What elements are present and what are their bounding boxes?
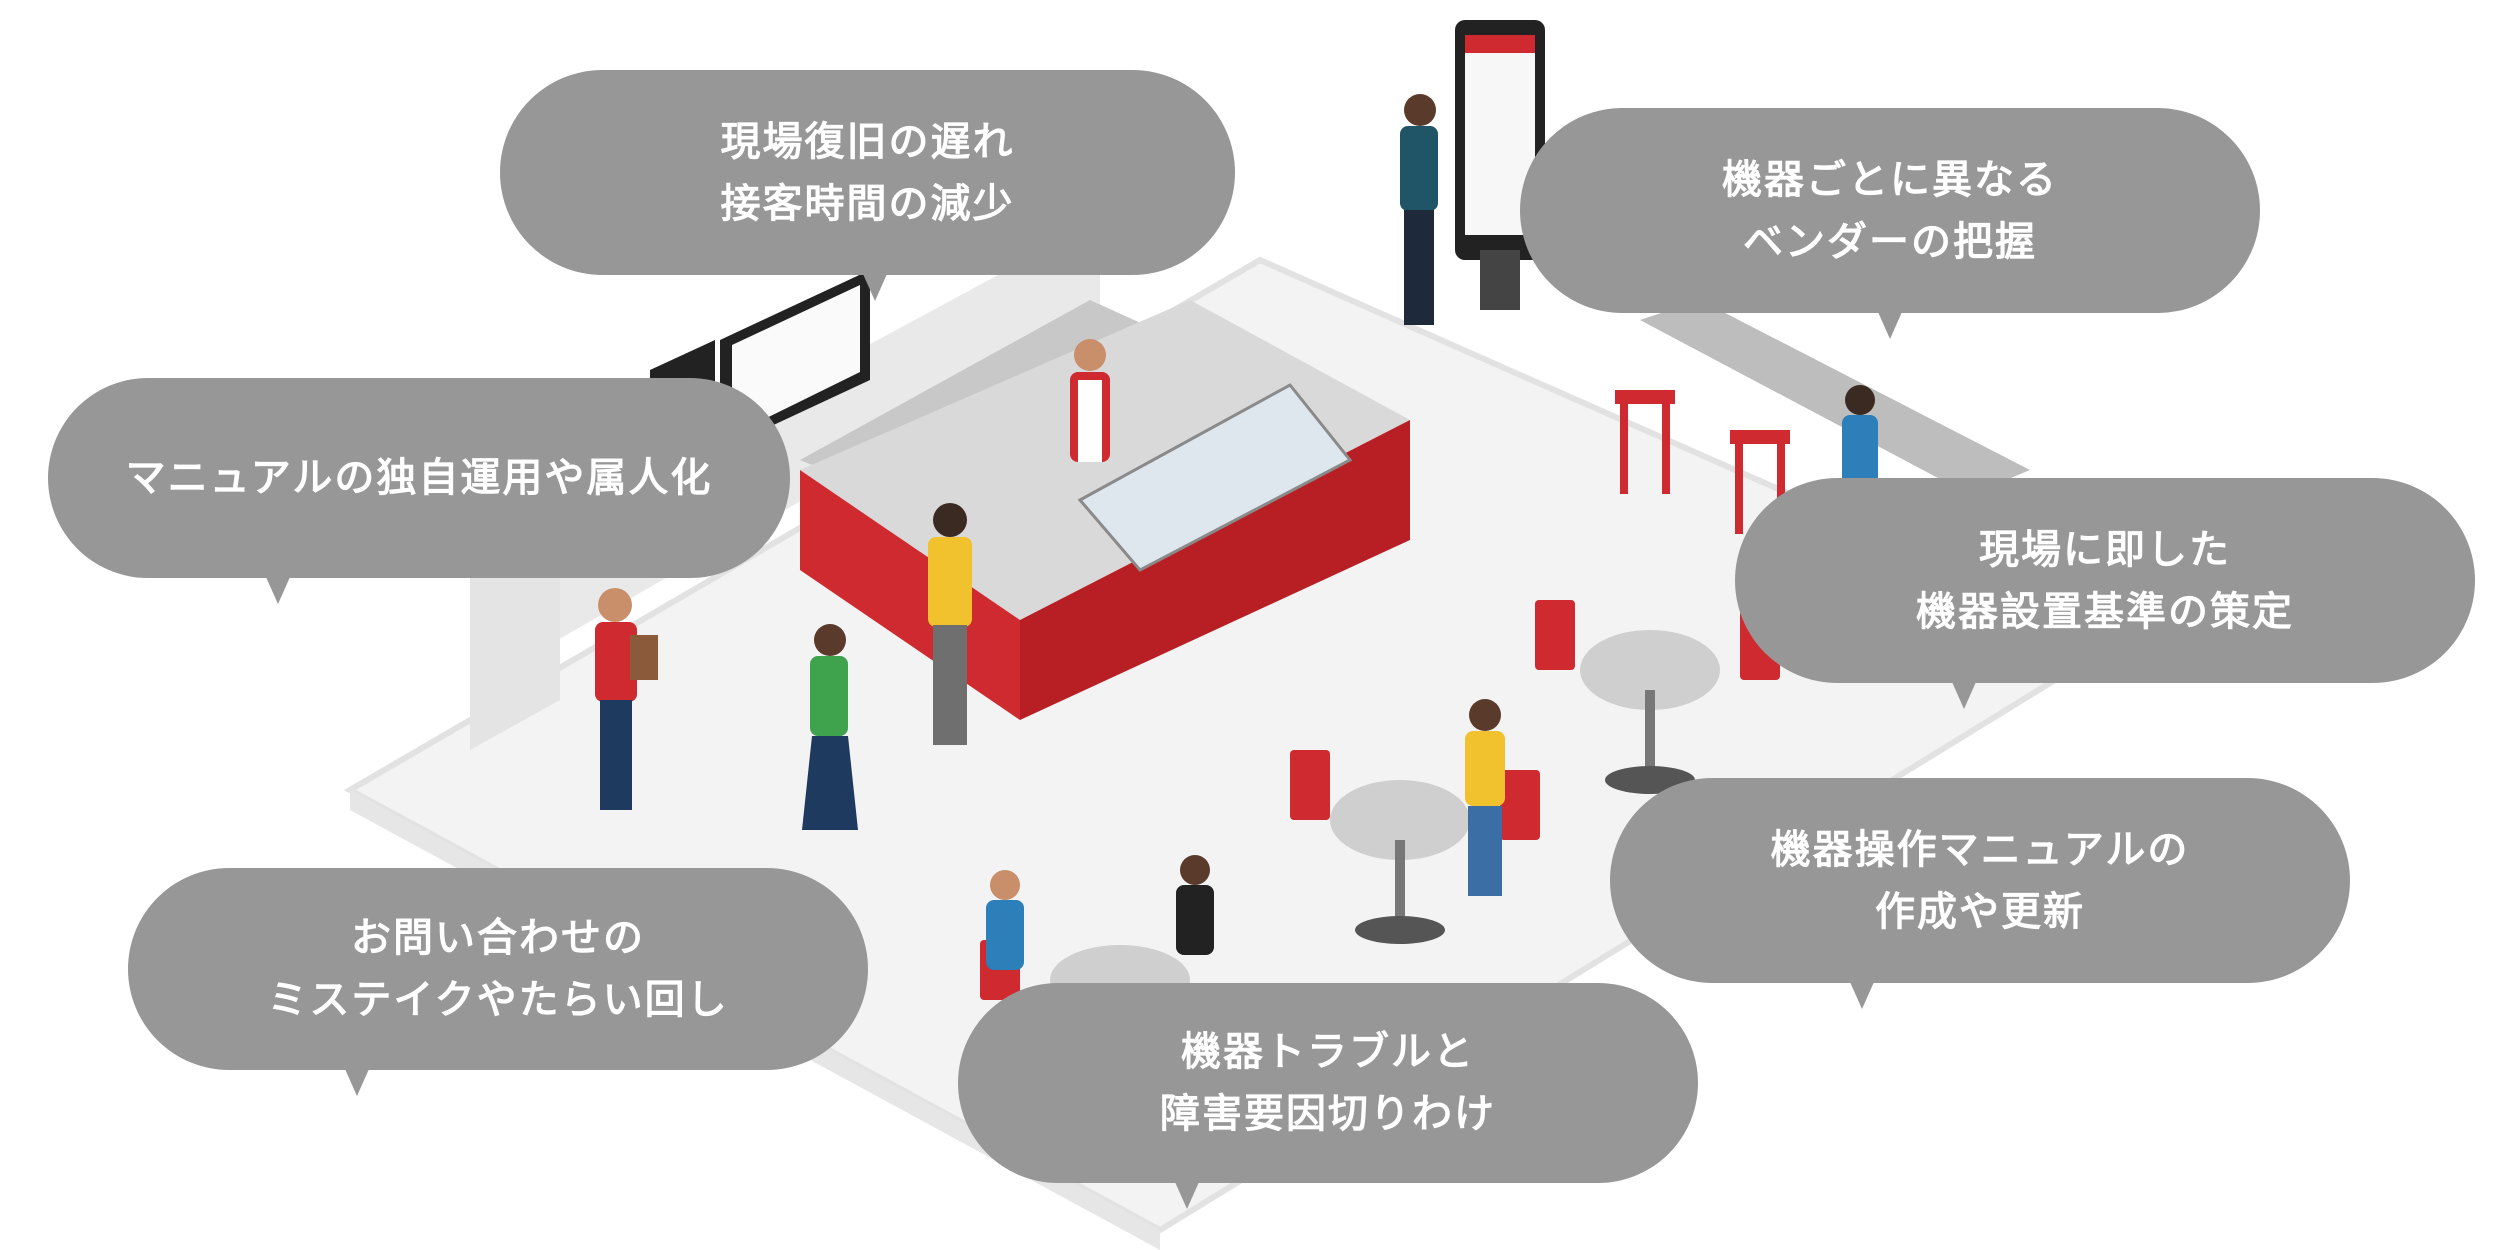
person-bar [1842, 385, 1878, 485]
person-green [802, 624, 858, 830]
bar-counter [1640, 300, 2030, 495]
stools [1615, 390, 1790, 534]
bubble-line: 作成や更新 [1875, 888, 2085, 935]
bubble-line: 障害要因切りわけ [1160, 1091, 1496, 1137]
bubble-manual-create: 機器操作マニュアルの 作成や更新 [1610, 778, 2350, 1009]
bubble-manual-silo: マニュアルの独自運用や属人化 [48, 378, 790, 604]
person-kiosk [1400, 94, 1438, 325]
person-diner [1465, 699, 1505, 896]
person-yellow [928, 503, 972, 745]
bubble-line: お問い合わせの [351, 915, 645, 961]
bubble-line: 機器トラブルと [1181, 1029, 1475, 1075]
bubble-trouble-isolation: 機器トラブルと 障害要因切りわけ [958, 983, 1698, 1209]
counter-side [1020, 420, 1410, 720]
bubble-line: ベンダーの把握 [1743, 218, 2037, 265]
bubble-vendor-grasp: 機器ごとに異なる ベンダーの把握 [1520, 108, 2260, 339]
bubble-line: 現場に即した [1979, 526, 2231, 573]
display-case [1077, 383, 1353, 572]
person-courier [595, 588, 658, 810]
bubble-line: マニュアルの独自運用や属人化 [125, 455, 713, 501]
bubble-inquiry-mistake: お問い合わせの ミステイクやたらい回し [128, 868, 868, 1096]
bubble-line: 接客時間の減少 [720, 180, 1015, 227]
person-pair [986, 855, 1214, 970]
bubble-line: 現場復旧の遅れ [720, 118, 1015, 165]
bubble-install-standard: 現場に即した 機器設置基準の策定 [1735, 478, 2475, 709]
bubble-line: 機器設置基準の策定 [1916, 588, 2294, 635]
bubble-line: 機器ごとに異なる [1722, 156, 2058, 203]
bubble-line: 機器操作マニュアルの [1770, 826, 2190, 873]
bubble-line: ミステイクやたらい回し [267, 977, 729, 1023]
person-staff [1070, 339, 1110, 462]
dining-tables [1050, 630, 1720, 1015]
bubble-recovery-delay: 現場復旧の遅れ 接客時間の減少 [500, 70, 1235, 301]
